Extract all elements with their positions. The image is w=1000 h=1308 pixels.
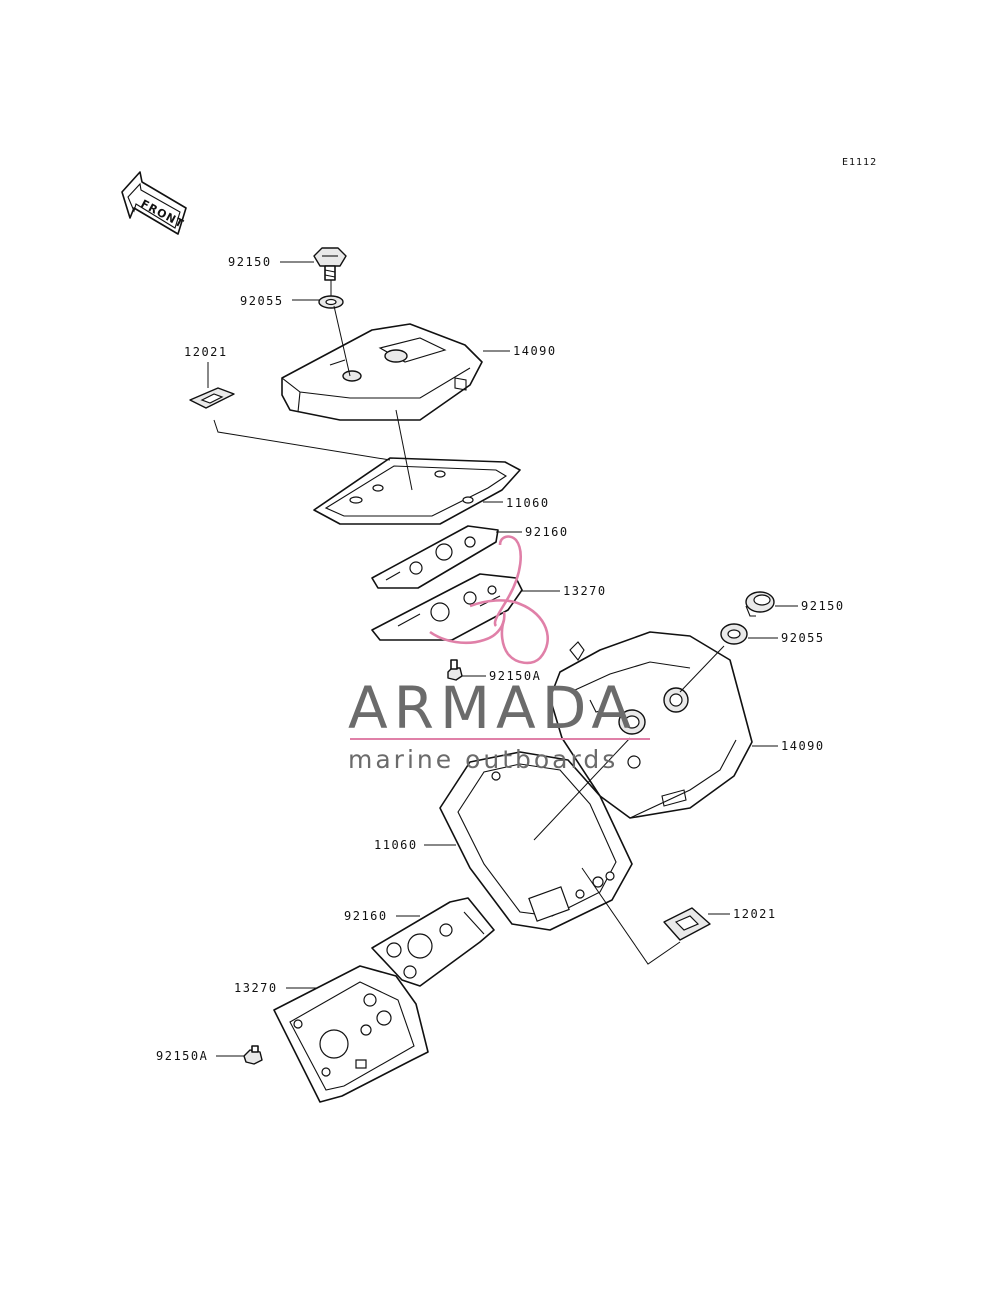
callout-lower-bolt: 92150 [801, 599, 845, 613]
lower-bolt [745, 591, 775, 617]
leader-lines [207, 261, 798, 1057]
lower-screw [243, 1045, 263, 1065]
upper-cover [281, 323, 483, 421]
lower-gasket [439, 751, 633, 931]
upper-bolt [313, 247, 347, 281]
lower-washer [720, 623, 748, 645]
callout-upper-plug: 12021 [184, 345, 228, 359]
front-arrow-icon: FRONT [121, 171, 187, 235]
callout-lower-gasket-plate: 92160 [344, 909, 388, 923]
diagram-code: E1112 [842, 157, 877, 168]
lower-plug [663, 907, 711, 941]
lower-plate [273, 965, 429, 1103]
callout-lower-plate: 13270 [234, 981, 278, 995]
callout-upper-screw: 92150A [489, 669, 541, 683]
callout-upper-bolt: 92150 [228, 255, 272, 269]
callout-lower-plug: 12021 [733, 907, 777, 921]
callout-upper-gasket: 11060 [506, 496, 550, 510]
upper-plug [189, 387, 235, 409]
lower-gasket-plate [371, 897, 495, 987]
watermark-divider [350, 738, 650, 740]
upper-gasket-plate [371, 525, 499, 589]
lower-cover [549, 631, 753, 819]
watermark-logo-icon [429, 535, 549, 665]
watermark: ARMADA marine outboards [348, 535, 650, 774]
callout-lower-screw: 92150A [156, 1049, 208, 1063]
watermark-brand: ARMADA [348, 674, 637, 742]
callout-upper-gasket-plate: 92160 [525, 525, 569, 539]
callout-lower-cover: 14090 [781, 739, 825, 753]
upper-gasket [313, 457, 521, 525]
callout-lower-gasket: 11060 [374, 838, 418, 852]
callout-upper-plate: 13270 [563, 584, 607, 598]
callout-lower-washer: 92055 [781, 631, 825, 645]
watermark-tagline: marine outboards [348, 745, 618, 774]
callout-upper-cover: 14090 [513, 344, 557, 358]
upper-washer [318, 295, 344, 309]
callout-upper-washer: 92055 [240, 294, 284, 308]
